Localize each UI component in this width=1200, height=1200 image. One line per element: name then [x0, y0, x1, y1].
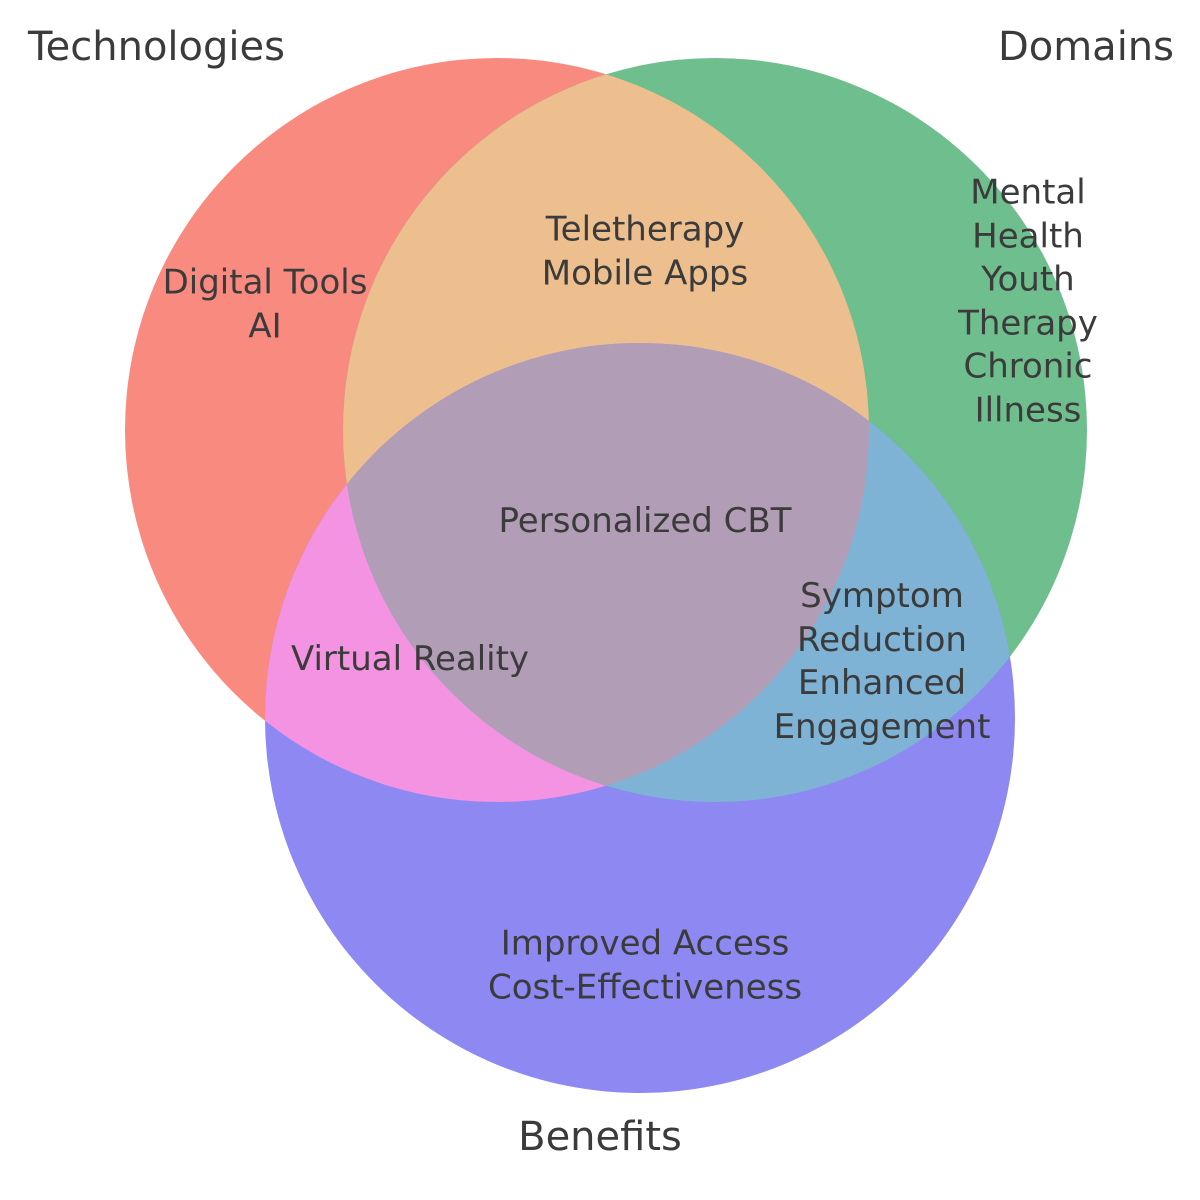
region-label-domains-benefits: Symptom Reduction Enhanced Engagement [773, 575, 991, 747]
set-label-benefits: Benefits [518, 1114, 682, 1160]
all-three-overlap [343, 343, 869, 802]
region-label-technologies-only: Digital Tools AI [162, 262, 368, 346]
region-label-technologies-domains: Teletherapy Mobile Apps [541, 209, 749, 293]
region-label-domains-only: Mental Health Youth Therapy Chronic Illn… [958, 172, 1098, 431]
set-label-domains: Domains [997, 24, 1174, 70]
region-label-benefits-only: Improved Access Cost-Effectiveness [487, 923, 803, 1007]
region-label-technologies-benefits: Virtual Reality [290, 639, 530, 680]
region-label-all-three: Personalized CBT [498, 501, 792, 542]
set-label-technologies: Technologies [28, 24, 285, 70]
